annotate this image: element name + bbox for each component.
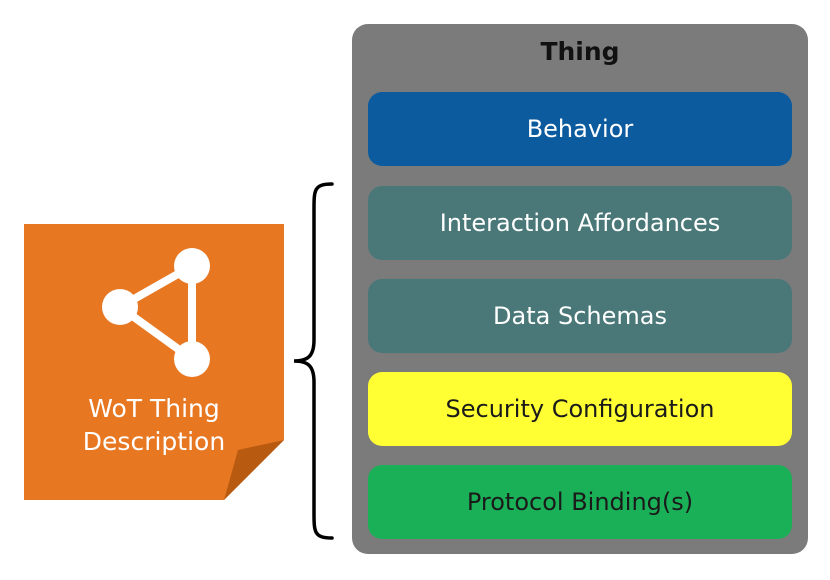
thing-description-note: WoT Thing Description (24, 224, 284, 500)
layer-protocol-bindings: Protocol Binding(s) (368, 465, 792, 539)
thing-description-label-line1: WoT Thing (88, 394, 220, 423)
layer-label: Security Configuration (445, 395, 715, 423)
layer-security-configuration: Security Configuration (368, 372, 792, 446)
layer-label: Behavior (526, 115, 634, 143)
curly-bracket-icon (293, 182, 334, 540)
layer-data-schemas: Data Schemas (368, 279, 792, 353)
layer-interaction-affordances: Interaction Affordances (368, 186, 792, 260)
note-body (24, 224, 284, 500)
layer-label: Interaction Affordances (439, 209, 721, 237)
layer-behavior: Behavior (368, 92, 792, 166)
thing-container: Thing Behavior Interaction Affordances D… (352, 24, 808, 554)
note-fold-corner (224, 440, 284, 500)
note-shape (24, 224, 284, 500)
thing-description-label-line2: Description (82, 427, 226, 456)
share-network-icon (102, 248, 210, 377)
thing-title: Thing (540, 37, 620, 66)
layer-label: Protocol Binding(s) (466, 488, 694, 516)
thing-description-label: WoT Thing Description (24, 392, 284, 458)
layer-label: Data Schemas (493, 302, 667, 330)
